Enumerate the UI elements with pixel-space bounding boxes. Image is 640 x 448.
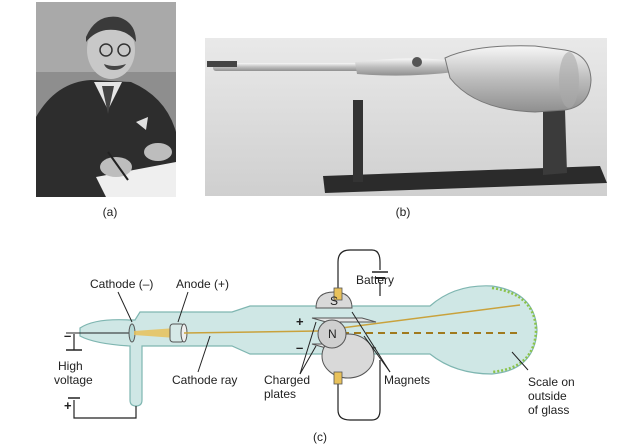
caption-a: (a) [102, 205, 118, 219]
label-scale-3: of glass [528, 403, 569, 417]
portrait-photo [36, 2, 176, 197]
label-high: High [58, 359, 83, 373]
caption-b: (b) [395, 205, 411, 219]
label-magnets: Magnets [384, 373, 430, 387]
ray-cone [134, 328, 176, 338]
caption-c: (c) [313, 430, 327, 444]
magnet-n-face [317, 319, 347, 349]
cathode-ray-tube-diagram: Cathode (–) Anode (+) Battery High volta… [54, 249, 575, 421]
label-scale-2: outside [528, 389, 567, 403]
cathode-ray-beam [183, 330, 319, 334]
magnet-connector-top [333, 287, 343, 301]
label-plates: plates [264, 387, 296, 401]
leader-cathode-ray [197, 335, 211, 373]
label-voltage: voltage [54, 373, 93, 387]
sign-minus-plate: – [296, 340, 303, 355]
leader-magnets-1 [351, 311, 391, 373]
leader-anode [177, 291, 189, 323]
tube-photo [205, 38, 607, 196]
label-cathode: Cathode (–) [90, 277, 153, 291]
leader-scale [511, 351, 529, 371]
deflected-beam [317, 304, 521, 332]
scale-arc [491, 286, 538, 374]
sign-minus-hv: – [64, 328, 71, 343]
leader-magnets-2 [363, 335, 391, 373]
label-charged: Charged [264, 373, 310, 387]
leader-plates-1 [299, 321, 317, 375]
label-battery: Battery [356, 273, 394, 287]
leader-plates-2 [299, 345, 317, 375]
label-anode: Anode (+) [176, 277, 229, 291]
label-magnet-n: N [328, 327, 337, 341]
label-magnet-s: S [330, 294, 338, 308]
magnet-connector-bottom [333, 371, 343, 385]
label-cathode-ray: Cathode ray [172, 373, 237, 387]
sign-plus-hv: + [64, 398, 72, 413]
sign-plus-plate: + [296, 314, 304, 329]
high-voltage-wire [73, 334, 137, 419]
leader-cathode [117, 291, 133, 323]
label-scale-1: Scale on [528, 375, 575, 389]
battery-wire [337, 249, 381, 421]
